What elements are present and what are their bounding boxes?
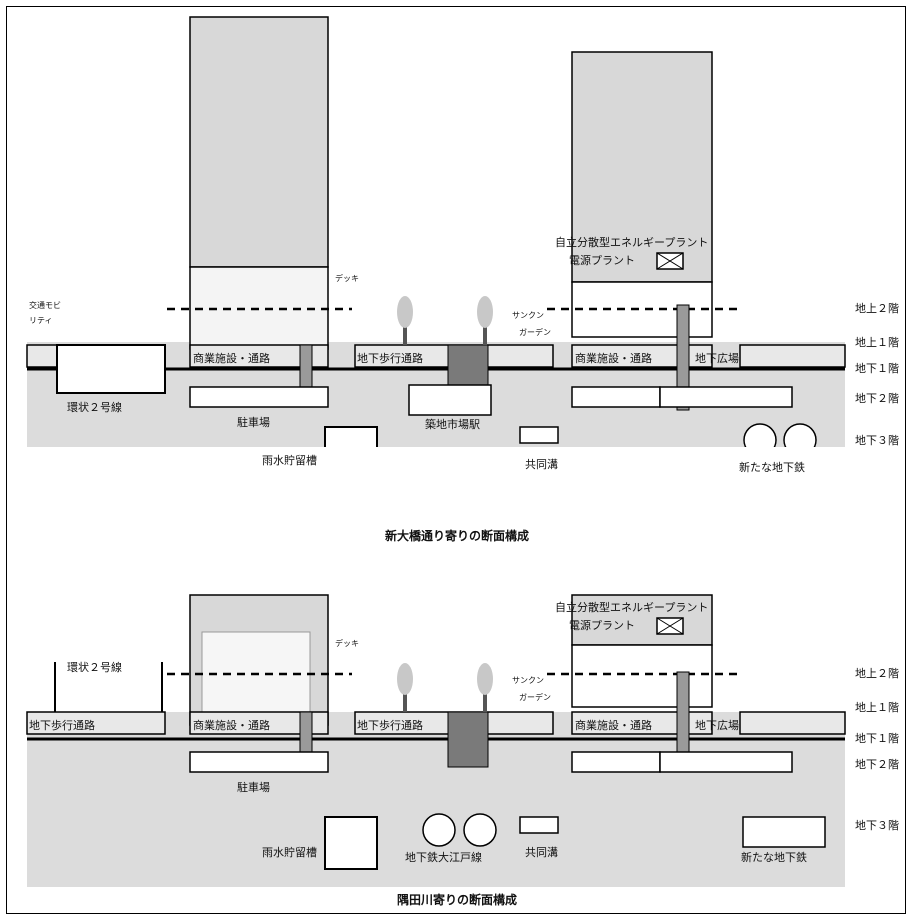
slab-5 bbox=[739, 344, 846, 368]
subway-tube-2 bbox=[783, 423, 817, 447]
tree-b2 bbox=[477, 663, 493, 695]
level-b2: 地下２階 bbox=[855, 392, 899, 405]
slab-2 bbox=[189, 344, 329, 368]
slab-b2 bbox=[189, 711, 329, 735]
plant-label-line1: 自立分散型エネルギープラント bbox=[555, 236, 709, 249]
deck-label: デッキ bbox=[335, 274, 359, 283]
subway-tube-1 bbox=[743, 423, 777, 447]
top-caption: 新大橋通り寄りの断面構成 bbox=[384, 529, 530, 543]
tree-trunk-2 bbox=[483, 325, 487, 345]
plaza-label-b: 地下広場 bbox=[695, 719, 739, 732]
common-duct-box bbox=[519, 426, 559, 444]
top-section-drawing bbox=[26, 16, 846, 447]
deck-label-b: デッキ bbox=[335, 639, 359, 648]
sunken-label-2: ガーデン bbox=[519, 328, 551, 337]
ring-road-label: 環状２号線 bbox=[67, 401, 122, 414]
slab-b1 bbox=[26, 711, 166, 735]
tree-trunk-b2 bbox=[483, 692, 487, 712]
parking-box bbox=[189, 386, 329, 408]
level-1f: 地上１階 bbox=[855, 336, 899, 349]
level-b3: 地下３階 bbox=[855, 434, 899, 447]
sunken-label-1: サンクン bbox=[512, 311, 544, 320]
tower-right-base-b bbox=[571, 644, 713, 708]
slab-b5 bbox=[739, 711, 846, 735]
cross-section-figure: 自立分散型エネルギープラント 電源プラント デッキ サンクン ガーデン 交通モビ… bbox=[6, 6, 906, 914]
station-box bbox=[408, 384, 492, 416]
new-subway-box-b bbox=[742, 816, 826, 848]
walkway-label: 地下歩行通路 bbox=[357, 352, 423, 365]
parking-label: 駐車場 bbox=[237, 416, 270, 429]
plaza-label: 地下広場 bbox=[695, 352, 739, 365]
rain-storage-label: 雨水貯留槽 bbox=[262, 454, 317, 467]
oedo-tube-1 bbox=[422, 813, 456, 847]
oedo-label-b: 地下鉄大江戸線 bbox=[405, 851, 482, 864]
new-subway-label-b: 新たな地下鉄 bbox=[741, 851, 807, 864]
ring-road-label-b: 環状２号線 bbox=[67, 661, 122, 674]
commercial-right-label: 商業施設・通路 bbox=[575, 352, 652, 365]
walkway-left-label-b: 地下歩行通路 bbox=[29, 719, 95, 732]
mobility-label-2: リティ bbox=[29, 316, 53, 325]
tower-right-b bbox=[571, 594, 713, 646]
b2-box-right-2 bbox=[659, 386, 793, 408]
tree-trunk-1 bbox=[403, 325, 407, 345]
rain-storage-box-b bbox=[324, 816, 378, 870]
sunken-void-b bbox=[447, 711, 489, 768]
level-2f: 地上２階 bbox=[855, 302, 899, 315]
top-cross-section: 自立分散型エネルギープラント 電源プラント デッキ サンクン ガーデン 交通モビ… bbox=[7, 7, 905, 542]
rain-storage-box bbox=[324, 426, 378, 447]
level-b1: 地下１階 bbox=[855, 362, 899, 375]
parking-box-b bbox=[189, 751, 329, 773]
plant-cross-2 bbox=[656, 252, 684, 270]
plant-label-line1-b: 自立分散型エネルギープラント bbox=[555, 601, 709, 614]
bottom-cross-section: 自立分散型エネルギープラント 電源プラント デッキ サンクン ガーデン 環状２号… bbox=[7, 447, 905, 913]
bottom-section-drawing bbox=[26, 594, 846, 887]
tower-left bbox=[189, 16, 329, 268]
ring-road-tunnel bbox=[56, 344, 166, 394]
commercial-left-label-b: 商業施設・通路 bbox=[193, 719, 270, 732]
rain-storage-label-b: 雨水貯留槽 bbox=[262, 846, 317, 859]
sunken-label-b1: サンクン bbox=[512, 676, 544, 685]
commercial-left-label: 商業施設・通路 bbox=[193, 352, 270, 365]
level-b2-b: 地下２階 bbox=[855, 758, 899, 771]
new-subway-label: 新たな地下鉄 bbox=[739, 461, 805, 474]
oedo-tube-2 bbox=[463, 813, 497, 847]
common-duct-label-b: 共同溝 bbox=[525, 846, 558, 859]
station-label: 築地市場駅 bbox=[425, 418, 480, 431]
b2-box-right-b1 bbox=[571, 751, 661, 773]
sunken-label-b2: ガーデン bbox=[519, 693, 551, 702]
commercial-right-label-b: 商業施設・通路 bbox=[575, 719, 652, 732]
underground-fill-b bbox=[27, 712, 845, 887]
mobility-label-1: 交通モビ bbox=[29, 301, 61, 310]
tree-b1 bbox=[397, 663, 413, 695]
level-1f-b: 地上１階 bbox=[855, 701, 899, 714]
plant-label-line2: 電源プラント bbox=[569, 254, 635, 267]
tree-2 bbox=[477, 296, 493, 328]
level-2f-b: 地上２階 bbox=[855, 667, 899, 680]
tree-1 bbox=[397, 296, 413, 328]
walkway-label-b: 地下歩行通路 bbox=[357, 719, 423, 732]
level-b3-b: 地下３階 bbox=[855, 819, 899, 832]
level-b1-b: 地下１階 bbox=[855, 732, 899, 745]
b2-box-right-b2 bbox=[659, 751, 793, 773]
bottom-caption: 隅田川寄りの断面構成 bbox=[396, 893, 518, 907]
common-duct-box-b bbox=[519, 816, 559, 834]
tree-trunk-b1 bbox=[403, 692, 407, 712]
tower-left-inner-b bbox=[201, 631, 311, 713]
elevator-right bbox=[676, 304, 690, 411]
parking-label-b: 駐車場 bbox=[237, 781, 270, 794]
common-duct-label: 共同溝 bbox=[525, 458, 558, 471]
plant-label-line2-b: 電源プラント bbox=[569, 619, 635, 632]
plant-cross-b2 bbox=[656, 617, 684, 635]
b2-box-right-1 bbox=[571, 386, 661, 408]
